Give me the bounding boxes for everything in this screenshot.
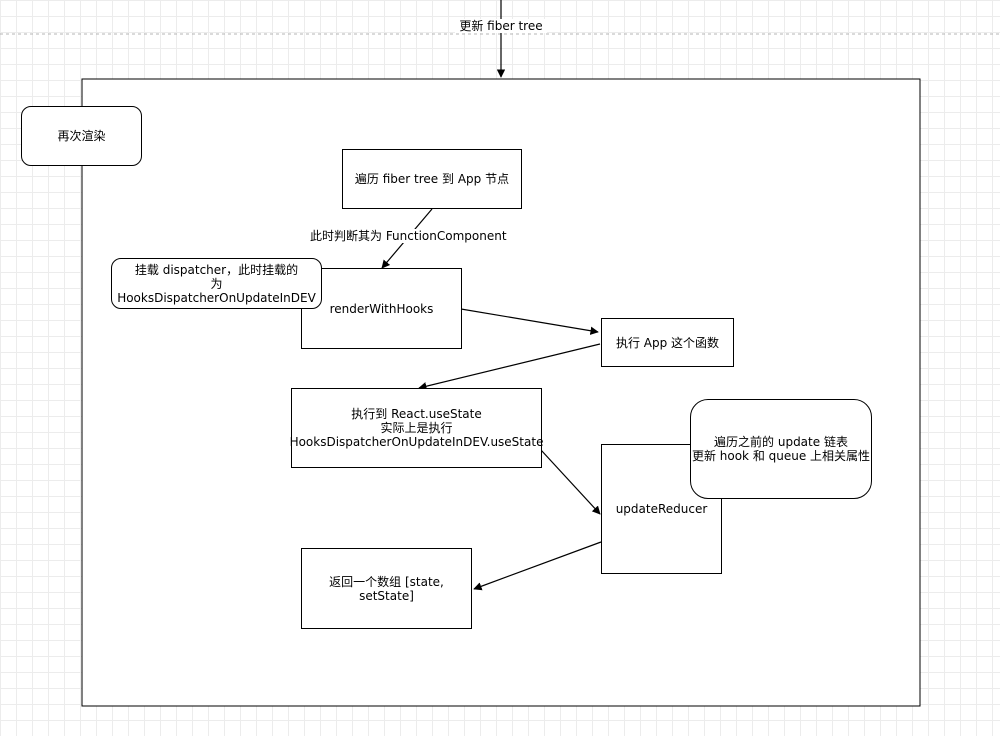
top-label: 更新 fiber tree (455, 19, 547, 33)
edge-label-function-component: 此时判断其为 FunctionComponent (310, 229, 507, 243)
arrow-updatereducer-to-return (473, 541, 602, 591)
note-traverse-update-list: 遍历之前的 update 链表 更新 hook 和 queue 上相关属性 (690, 399, 872, 499)
node-use-state: 执行到 React.useState 实际上是执行 HooksDispatche… (290, 388, 543, 468)
arrow-render-to-exec-app (460, 308, 599, 335)
arrow-exec-app-to-usestate (418, 343, 601, 391)
node-return-array: 返回一个数组 [state, setState] (301, 548, 472, 629)
arrow-usestate-to-updatereducer (540, 449, 601, 515)
note-mount-dispatcher: 挂载 dispatcher，此时挂载的 为 HooksDispatcherOnU… (111, 258, 322, 309)
node-render-with-hooks: renderWithHooks (301, 268, 462, 349)
side-note-box: 再次渲染 (21, 106, 142, 166)
node-exec-app: 执行 App 这个函数 (601, 318, 734, 367)
node-traverse-fiber-tree: 遍历 fiber tree 到 App 节点 (342, 149, 522, 209)
